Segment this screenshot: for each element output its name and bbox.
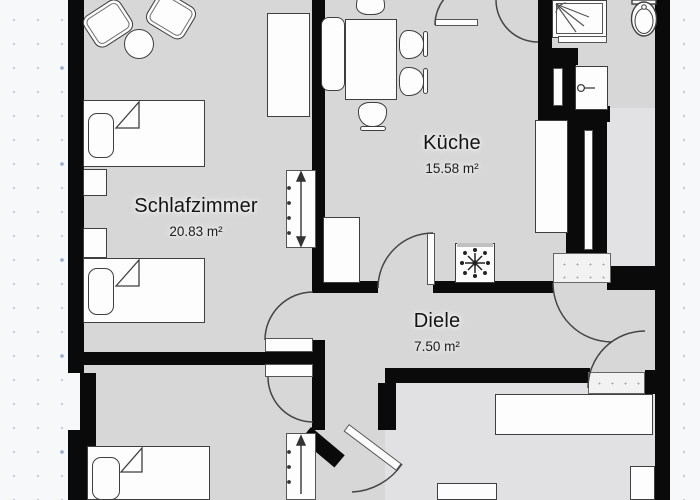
- wall: [548, 48, 578, 65]
- doormat-icon: [588, 372, 645, 394]
- wall: [607, 266, 657, 290]
- tall-cabinet-icon: [535, 120, 568, 233]
- fridge-icon: [455, 243, 495, 283]
- round-table-icon: [124, 29, 154, 59]
- nightstand-icon: [83, 228, 107, 258]
- dotted-margin-left: [0, 0, 68, 500]
- wall: [378, 383, 396, 430]
- door-leaf: [265, 338, 313, 352]
- chair-icon: [357, 101, 387, 131]
- room-name: Schlafzimmer: [134, 195, 258, 217]
- wall-radiator-icon: [553, 68, 563, 106]
- hall-cabinet-icon: [495, 394, 653, 435]
- door-leaf: [427, 233, 435, 285]
- wall: [80, 373, 96, 430]
- room-name: Küche: [423, 132, 481, 154]
- sink-icon: [575, 66, 608, 110]
- bench-icon: [321, 17, 345, 91]
- chair-icon: [356, 0, 386, 16]
- nightstand-icon: [83, 169, 107, 196]
- room-label-kueche: Küche 15.58 m²: [423, 132, 481, 176]
- radiator-icon: [286, 170, 316, 248]
- wall-recess: [68, 373, 80, 430]
- room-area: 15.58 m²: [425, 161, 479, 176]
- fridge-top: [457, 243, 493, 247]
- wall: [433, 281, 553, 293]
- shower-tray: [558, 36, 607, 43]
- room-area: 7.50 m²: [414, 339, 460, 354]
- wall: [385, 368, 590, 383]
- pillow-icon: [92, 457, 120, 500]
- washing-machine-icon: [437, 483, 497, 500]
- cabinet-icon: [630, 466, 655, 500]
- wall: [655, 0, 670, 500]
- kitchen-counter-icon: [323, 217, 360, 283]
- door-leaf: [265, 364, 313, 377]
- wall: [68, 0, 84, 373]
- door-leaf: [435, 19, 478, 26]
- duct-shaft-icon: [584, 130, 593, 250]
- radiator-icon: [286, 433, 316, 500]
- chair-icon: [398, 30, 428, 60]
- room-label-diele: Diele 7.50 m²: [414, 310, 461, 354]
- wall: [540, 106, 610, 122]
- doormat-icon: [553, 253, 611, 283]
- pillow-icon: [88, 113, 114, 158]
- wall: [68, 352, 312, 365]
- wall: [312, 281, 378, 293]
- chair-icon: [398, 67, 428, 97]
- pillow-icon: [88, 268, 114, 315]
- room-area: 20.83 m²: [169, 224, 223, 239]
- wardrobe-icon: [267, 13, 310, 117]
- shower-inner: [556, 3, 603, 34]
- dining-table-icon: [345, 19, 397, 100]
- wall: [645, 370, 670, 394]
- wall: [312, 377, 325, 430]
- floor-entry-niche: [600, 108, 655, 270]
- room-label-schlafzimmer: Schlafzimmer 20.83 m²: [134, 195, 258, 239]
- dotted-margin-right: [670, 0, 700, 500]
- room-name: Diele: [413, 310, 461, 332]
- wall: [312, 340, 325, 377]
